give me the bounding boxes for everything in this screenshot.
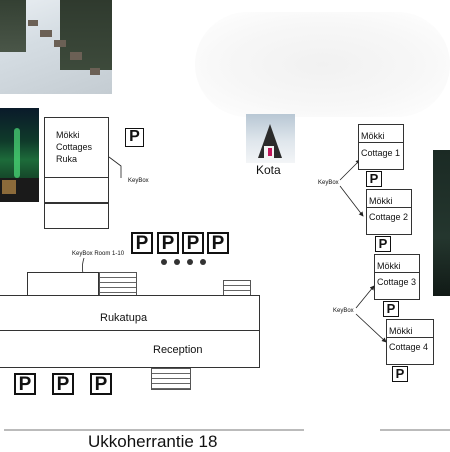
parking-icon: P xyxy=(383,301,399,317)
night-photo xyxy=(433,150,450,296)
cottage-2-line1: Mökki xyxy=(369,196,393,206)
parking-icon: P xyxy=(131,232,153,254)
main-building-line1: Mökki xyxy=(56,130,80,140)
keybox-main-label: KeyBox xyxy=(128,178,149,184)
main-building-section-lower xyxy=(44,177,109,203)
cottage-4-inner xyxy=(386,337,434,365)
cottage-1-line1: Mökki xyxy=(361,131,385,141)
reception-label: Reception xyxy=(153,344,203,356)
charging-point-icon xyxy=(200,259,206,265)
stairs xyxy=(99,272,137,296)
main-building-line3: Ruka xyxy=(56,154,78,164)
main-building-section-bottom xyxy=(44,203,109,229)
parking-icon: P xyxy=(14,373,36,395)
aurora-photo xyxy=(0,108,39,202)
cottage-2-inner xyxy=(366,207,412,235)
stairs xyxy=(151,368,191,390)
stairs xyxy=(223,280,251,296)
cottage-3-inner xyxy=(374,272,420,300)
cottage-4-line1: Mökki xyxy=(389,326,413,336)
reception-building xyxy=(0,330,260,368)
keybox-cottages-bottom-label: KeyBox xyxy=(333,308,354,314)
background-cloud xyxy=(195,12,450,117)
main-building-line2: Cottages xyxy=(56,142,93,152)
aerial-cottages-photo xyxy=(0,0,112,94)
rukatupa-annex xyxy=(27,272,99,296)
charging-point-icon xyxy=(161,259,167,265)
parking-icon: P xyxy=(90,373,112,395)
parking-icon: P xyxy=(125,128,144,147)
cottage-1-inner xyxy=(358,142,404,170)
rukatupa-label: Rukatupa xyxy=(100,312,148,324)
cottage-4-line2: Cottage 4 xyxy=(389,342,429,352)
cottage-3-line1: Mökki xyxy=(377,261,401,271)
keybox-room-label: KeyBox Room 1-10 xyxy=(72,251,125,257)
kota-label: Kota xyxy=(256,163,281,177)
street-label: Ukkoherrantie 18 xyxy=(88,432,218,451)
cottage-1-line2: Cottage 1 xyxy=(361,148,401,158)
keybox-cottages-top-label: KeyBox xyxy=(318,180,339,186)
parking-icon: P xyxy=(375,236,391,252)
parking-icon: P xyxy=(392,366,408,382)
charging-point-icon xyxy=(174,259,180,265)
parking-icon: P xyxy=(52,373,74,395)
parking-icon: P xyxy=(157,232,179,254)
kota-photo xyxy=(246,114,295,163)
parking-icon: P xyxy=(366,171,382,187)
charging-point-icon xyxy=(187,259,193,265)
parking-icon: P xyxy=(182,232,204,254)
parking-icon: P xyxy=(207,232,229,254)
cottage-3-line2: Cottage 3 xyxy=(377,277,417,287)
cottage-2-line2: Cottage 2 xyxy=(369,212,409,222)
